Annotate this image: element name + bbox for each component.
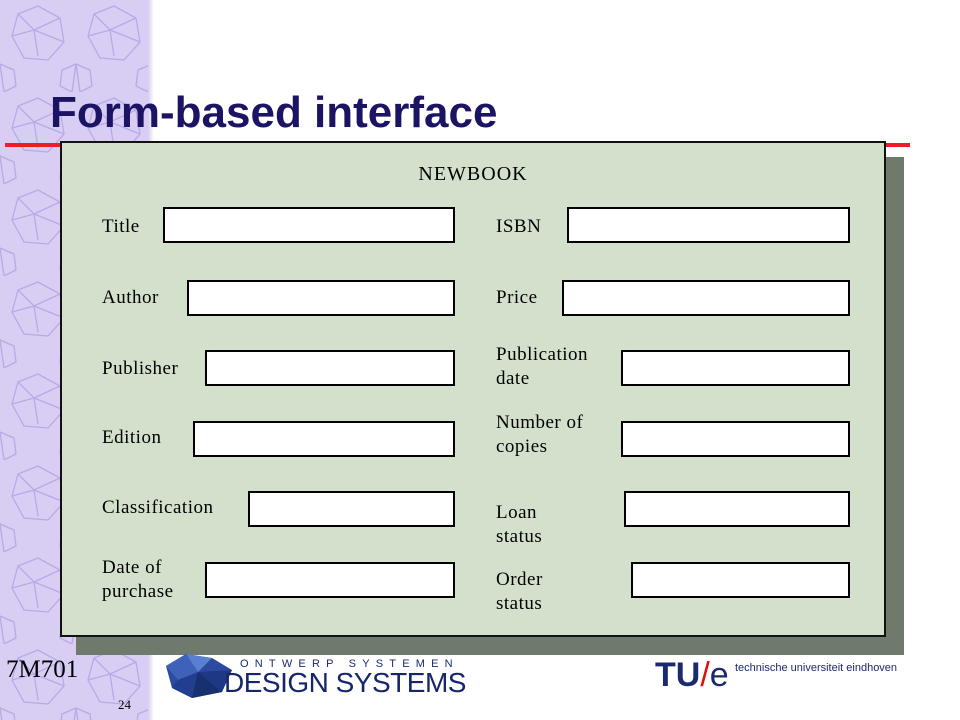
publication-date-label-line2: date xyxy=(496,368,530,389)
number-of-copies-label: Number of copies xyxy=(496,411,583,459)
page-number: 24 xyxy=(118,697,131,712)
ds-main-text: DESIGN SYSTEMS xyxy=(224,667,466,698)
publication-date-input[interactable] xyxy=(621,350,850,386)
isbn-label: ISBN xyxy=(496,216,542,237)
order-status-label-line1: Order xyxy=(496,569,543,590)
tue-slash: / xyxy=(700,656,710,694)
order-status-label: Order status xyxy=(496,568,543,616)
loan-status-label-line1: Loan xyxy=(496,502,538,523)
order-status-input[interactable] xyxy=(631,562,850,598)
author-label: Author xyxy=(102,287,159,308)
tue-logo: TU/e xyxy=(655,656,729,695)
date-of-purchase-label: Date of purchase xyxy=(102,556,174,604)
title-input[interactable] xyxy=(163,207,455,243)
loan-status-label-line2: status xyxy=(496,526,543,547)
classification-input[interactable] xyxy=(248,491,455,527)
slide-title: Form-based interface xyxy=(50,88,498,137)
publisher-input[interactable] xyxy=(205,350,455,386)
date-of-purchase-input[interactable] xyxy=(205,562,455,598)
tue-e: e xyxy=(709,656,729,694)
number-of-copies-input[interactable] xyxy=(621,421,850,457)
tue-name: technische universiteit eindhoven xyxy=(735,662,898,674)
newbook-form: NEWBOOK Title Author Publisher Edition C… xyxy=(60,141,886,637)
number-of-copies-label-line2: copies xyxy=(496,436,548,457)
edition-label: Edition xyxy=(102,427,162,448)
edition-input[interactable] xyxy=(193,421,455,457)
publisher-label: Publisher xyxy=(102,358,179,379)
loan-status-label: Loan status xyxy=(496,501,542,549)
author-input[interactable] xyxy=(187,280,455,316)
date-of-purchase-label-line2: purchase xyxy=(102,581,174,602)
publication-date-label: Publication date xyxy=(496,343,588,391)
ds-upper-text: ONTWERP SYSTEMEN xyxy=(240,658,459,670)
title-label: Title xyxy=(102,216,140,237)
form-heading: NEWBOOK xyxy=(418,163,528,185)
classification-label: Classification xyxy=(102,497,214,518)
price-input[interactable] xyxy=(562,280,850,316)
date-of-purchase-label-line1: Date of xyxy=(102,557,162,578)
design-systems-logo-icon xyxy=(166,654,232,698)
order-status-label-line2: status xyxy=(496,593,543,614)
price-label: Price xyxy=(496,287,538,308)
loan-status-input[interactable] xyxy=(624,491,850,527)
tue-tu: TU xyxy=(655,656,701,694)
course-code: 7M701 xyxy=(6,656,79,683)
isbn-input[interactable] xyxy=(567,207,850,243)
publication-date-label-line1: Publication xyxy=(496,344,589,365)
number-of-copies-label-line1: Number of xyxy=(496,412,584,433)
